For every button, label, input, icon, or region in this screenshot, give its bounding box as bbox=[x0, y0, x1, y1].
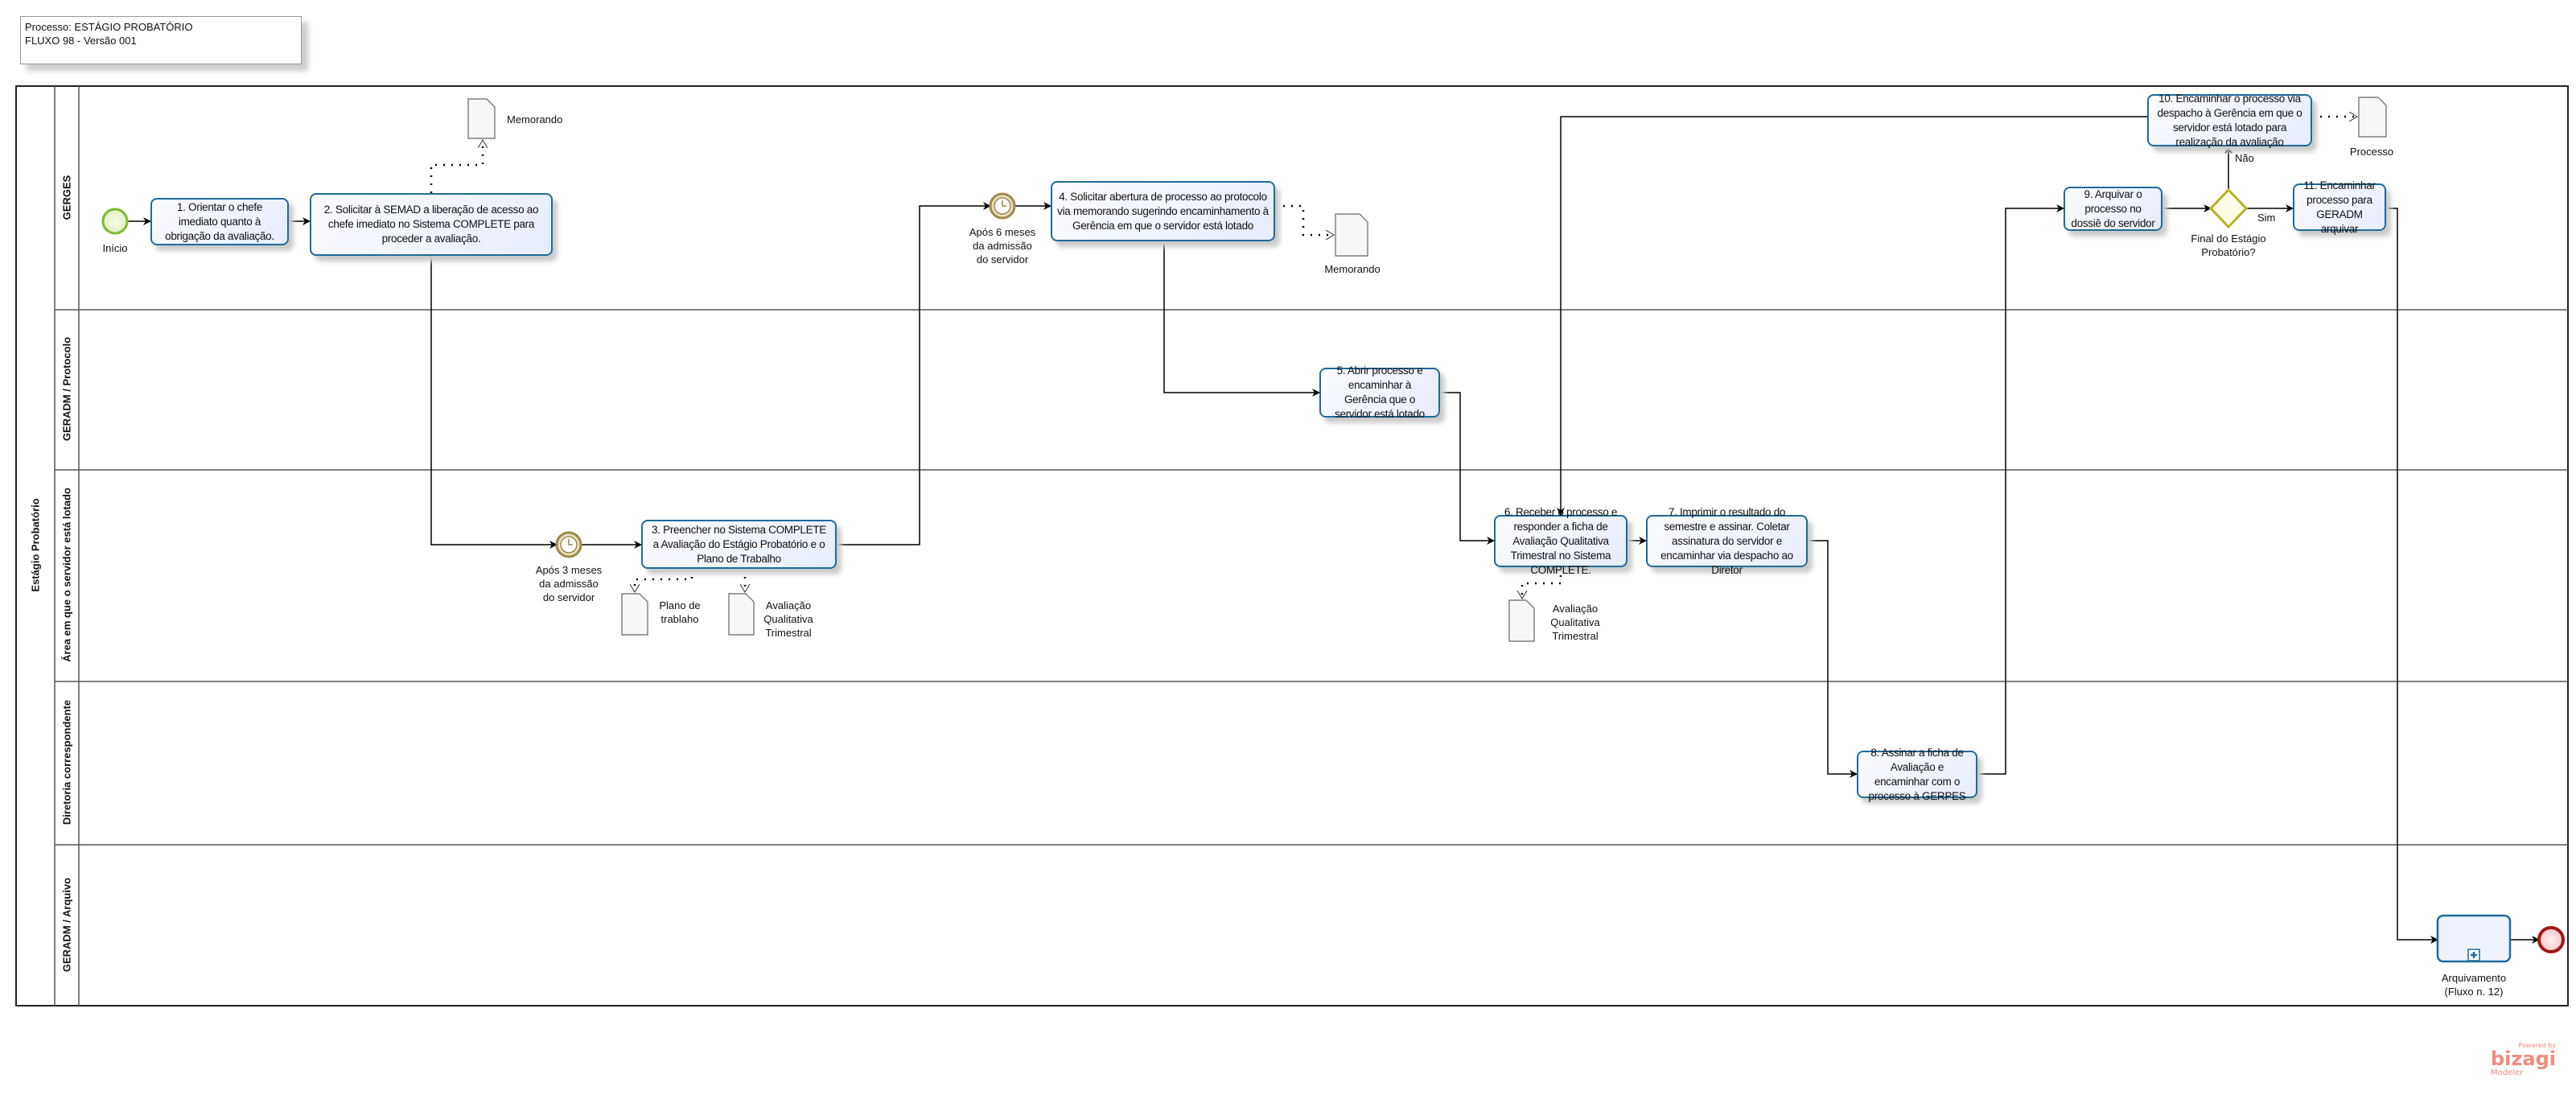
assoc-t2-memo bbox=[430, 140, 483, 193]
flow-t4-t5 bbox=[1163, 241, 1320, 397]
task-11[interactable]: 11. Encaminhar processo para GERADM arqu… bbox=[2293, 179, 2386, 235]
document-icon bbox=[1335, 213, 1368, 257]
gateway-yes-label: Sim bbox=[2257, 212, 2276, 224]
pool bbox=[15, 85, 2569, 1006]
flow-t10-t6 bbox=[1557, 116, 2147, 516]
document-label-memorando-1: Memorando bbox=[507, 113, 563, 126]
task-10[interactable]: 10. Encaminhar o processo via despacho à… bbox=[2147, 93, 2312, 148]
timer-event-3-months bbox=[555, 531, 582, 558]
task-3[interactable]: 3. Preencher no Sistema COMPLETE a Avali… bbox=[641, 520, 837, 569]
assoc-t6-aval bbox=[1522, 567, 1562, 599]
task-4[interactable]: 4. Solicitar abertura de processo ao pro… bbox=[1051, 181, 1275, 241]
bizagi-logo: Powered by bizagi Modeler bbox=[2491, 1042, 2556, 1077]
document-label-memorando-2: Memorando bbox=[1324, 263, 1381, 275]
task-5[interactable]: 5. Abrir processo e encaminhar à Gerênci… bbox=[1319, 364, 1440, 420]
timer-3-months-label: Após 3 meses da admissão do servidor bbox=[535, 564, 603, 603]
lane-label-protocolo: GERADM / Protocolo bbox=[60, 336, 73, 442]
document-icon bbox=[621, 593, 648, 636]
lane-label-gerges: GERGES bbox=[60, 175, 73, 220]
document-label-processo: Processo bbox=[2349, 146, 2394, 158]
task-7[interactable]: 7. Imprimir o resultado do semestre e as… bbox=[1646, 506, 1808, 576]
assoc-t4-memo bbox=[1275, 204, 1334, 235]
task-9[interactable]: 9. Arquivar o processo no dossiê do serv… bbox=[2064, 187, 2162, 231]
task-8[interactable]: 8. Assinar a ficha de Avaliação e encami… bbox=[1857, 747, 1977, 802]
timer-event-6-months bbox=[989, 192, 1016, 220]
flow-t8-t9 bbox=[1977, 204, 2064, 775]
gateway-no-label: Não bbox=[2235, 152, 2254, 164]
flow-t5-t6 bbox=[1440, 392, 1495, 545]
flow-t2-timer3 bbox=[430, 256, 558, 549]
lane-label-diretoria: Diretoria correspondente bbox=[60, 699, 73, 825]
timer-6-months-label: Após 6 meses da admissão do servidor bbox=[969, 226, 1036, 266]
subprocess-arquivamento[interactable] bbox=[2436, 914, 2512, 963]
document-icon bbox=[728, 593, 755, 636]
pool-label: Estágio Probatório bbox=[29, 498, 42, 592]
document-icon bbox=[467, 98, 496, 139]
subprocess-label: Arquivamento (Fluxo n. 12) bbox=[2441, 972, 2507, 998]
lane-label-area: Área em que o servidor está lotado bbox=[60, 488, 73, 662]
logo-powered: Powered by bbox=[2518, 1042, 2556, 1049]
document-label-plano: Plano de trablaho bbox=[659, 599, 701, 625]
process-version: FLUXO 98 - Versão 001 bbox=[25, 35, 137, 47]
document-label-avaliacao-2: Avaliação Qualitativa Trimestral bbox=[1550, 603, 1600, 642]
document-icon bbox=[2358, 97, 2387, 138]
logo-product: Modeler bbox=[2491, 1068, 2524, 1077]
assoc-t3-plano bbox=[635, 569, 693, 592]
process-title: Processo: ESTÁGIO PROBATÓRIO bbox=[25, 21, 193, 33]
document-icon bbox=[1508, 599, 1535, 642]
logo-brand: bizagi bbox=[2491, 1048, 2556, 1070]
process-header: Processo: ESTÁGIO PROBATÓRIO FLUXO 98 - … bbox=[20, 16, 302, 64]
lane-label-arquivo: GERADM / Arquivo bbox=[60, 877, 73, 973]
end-event bbox=[2537, 926, 2565, 953]
flow-t3-timer6 bbox=[837, 202, 991, 545]
task-1[interactable]: 1. Orientar o chefe imediato quanto à ob… bbox=[150, 198, 289, 245]
flow-t7-t8 bbox=[1808, 540, 1858, 778]
task-2[interactable]: 2. Solicitar à SEMAD a liberação de aces… bbox=[310, 193, 553, 256]
start-event bbox=[101, 208, 129, 235]
start-event-label: Início bbox=[102, 242, 128, 254]
flow-t11-subprocess bbox=[2386, 208, 2438, 944]
document-label-avaliacao-1: Avaliação Qualitativa Trimestral bbox=[763, 599, 813, 639]
gateway-diamond bbox=[2208, 187, 2249, 229]
task-6[interactable]: 6. Receber o processo e responder a fich… bbox=[1494, 506, 1627, 576]
gateway-label: Final do Estágio Probatório? bbox=[2191, 233, 2266, 258]
